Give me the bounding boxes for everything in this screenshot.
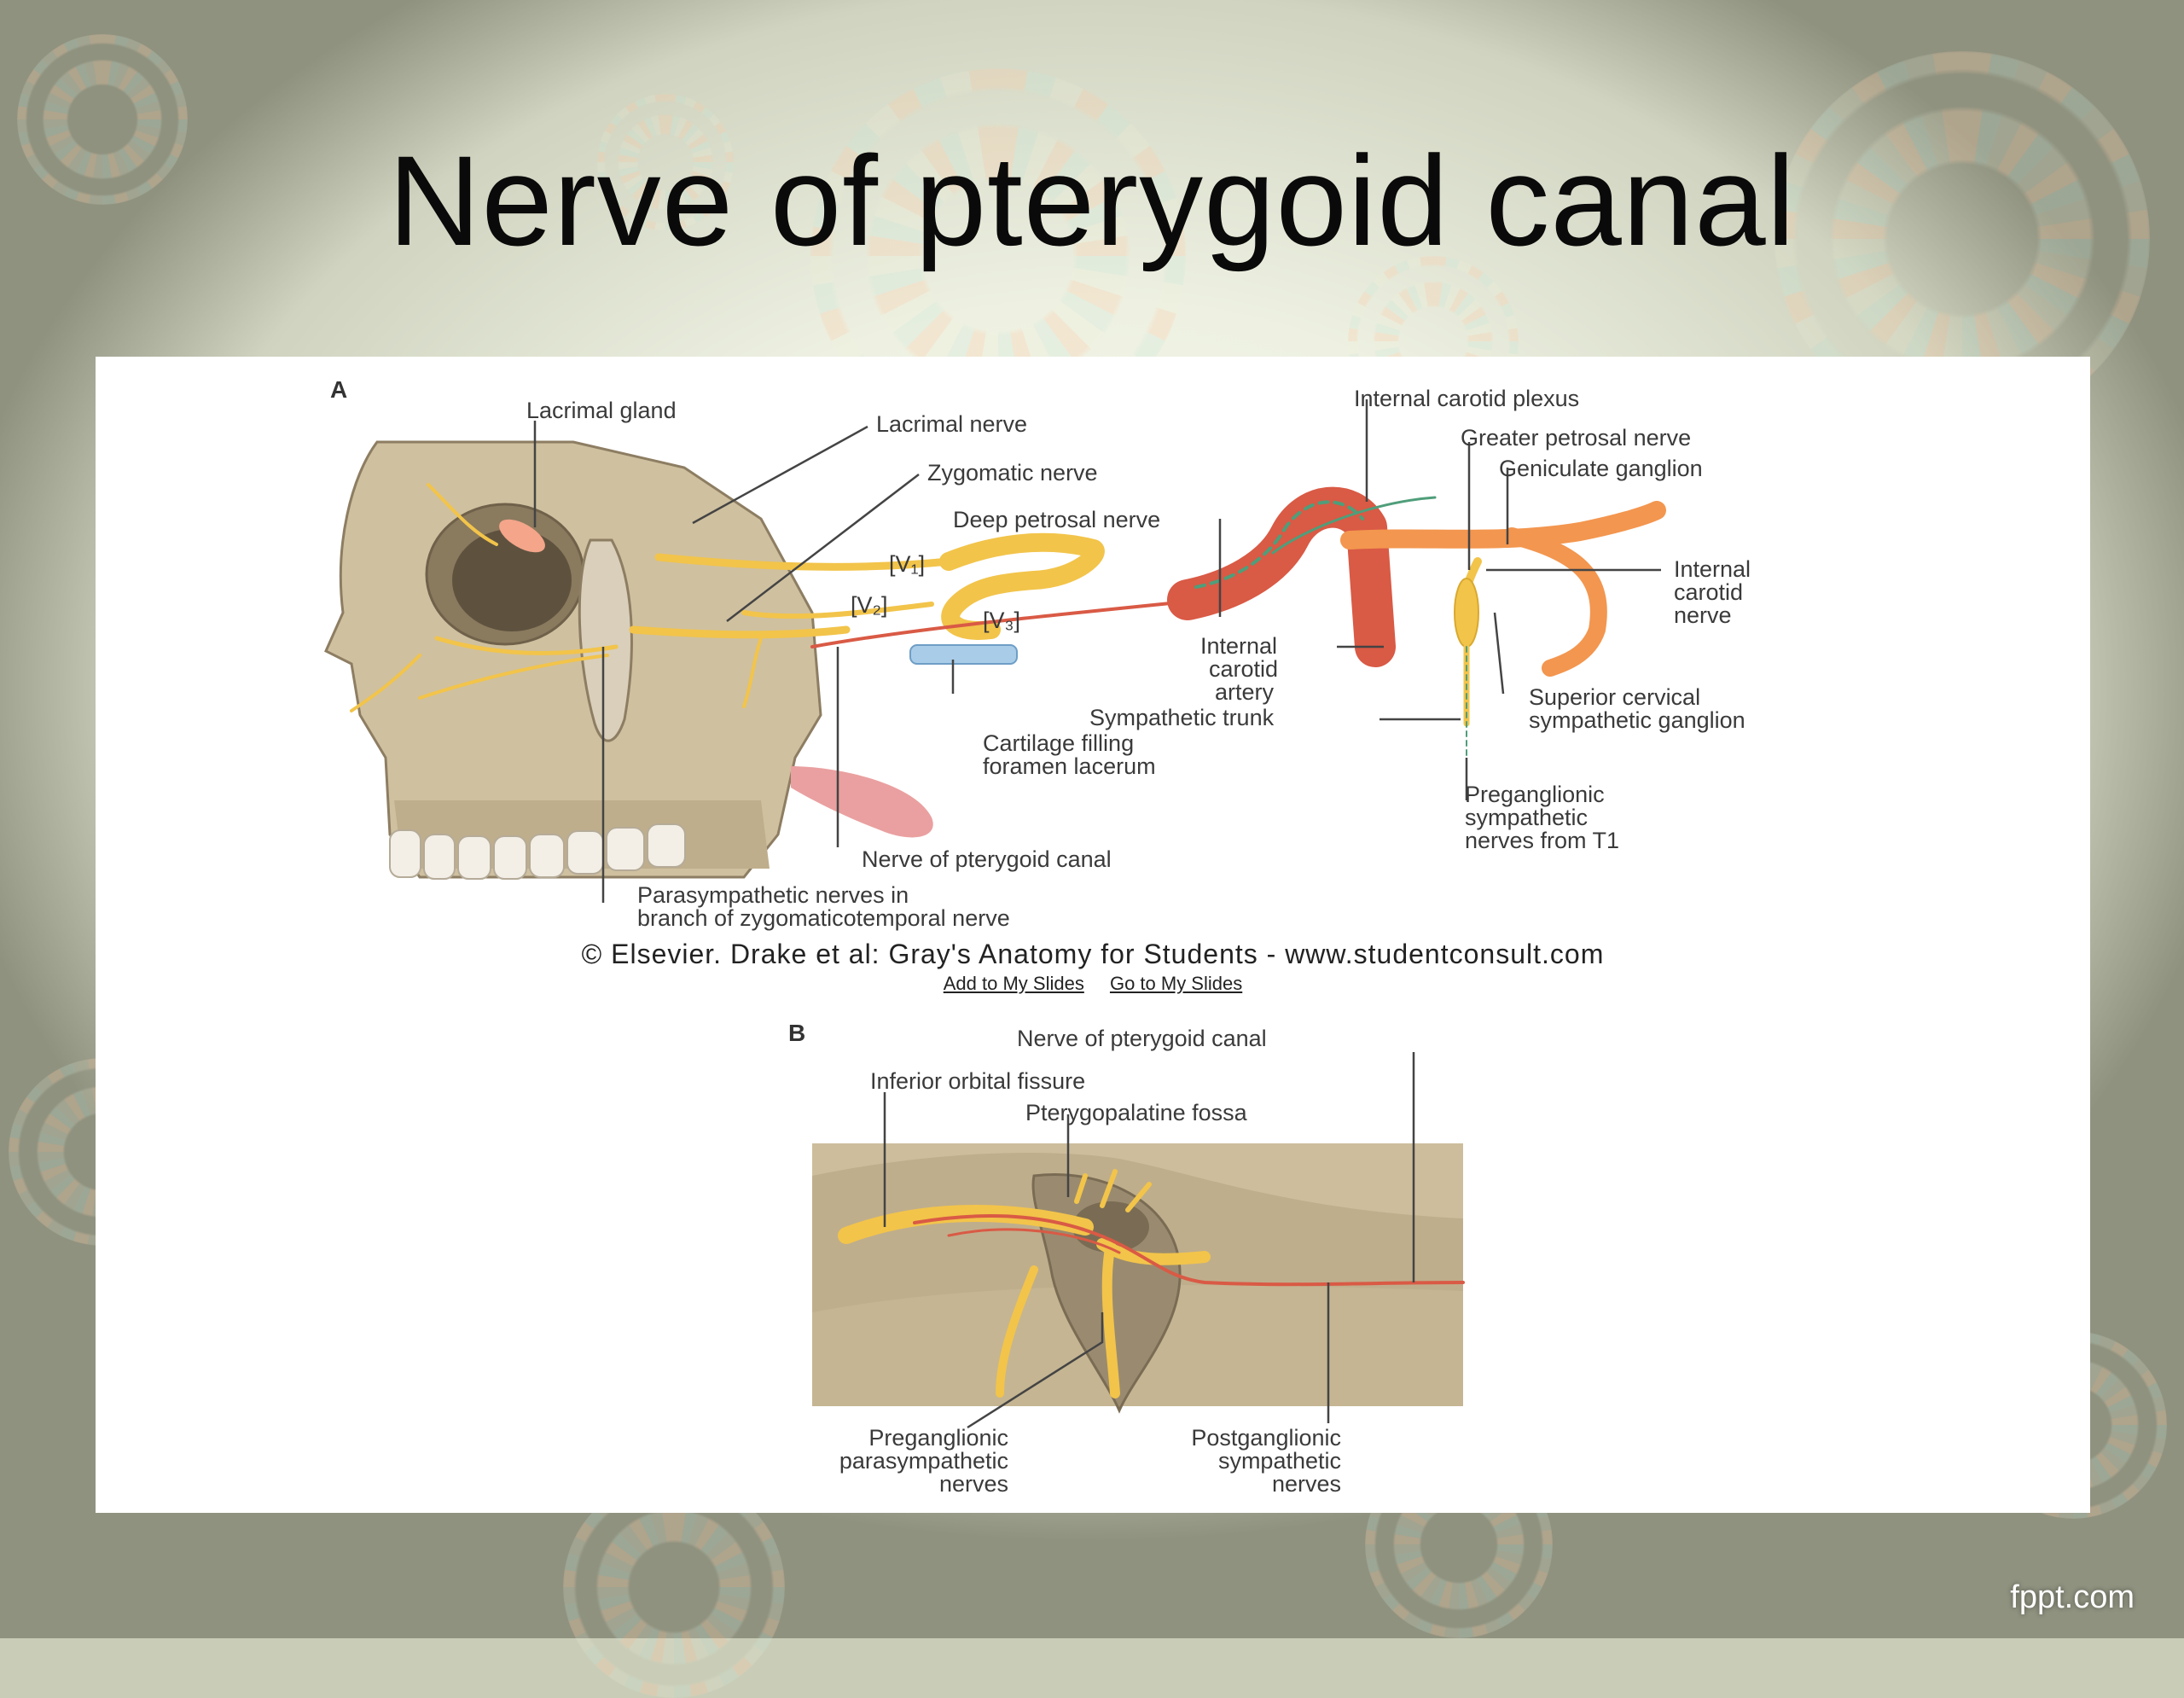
figure-b-letter: B (788, 1020, 805, 1046)
label-internal-carotid-artery-3: artery (1215, 679, 1275, 705)
label-preganglionic-parasympathetic-2: parasympathetic (839, 1448, 1008, 1474)
label-v3: [V₃] (983, 608, 1020, 633)
label-parasympathetic-nerves-2: branch of zygomaticotemporal nerve (637, 905, 1010, 931)
label-lacrimal-gland: Lacrimal gland (526, 398, 677, 423)
add-to-my-slides-link[interactable]: Add to My Slides (943, 973, 1084, 994)
label-internal-carotid-nerve-3: nerve (1674, 602, 1732, 628)
cartilage-shape (909, 644, 1018, 665)
label-greater-petrosal-nerve: Greater petrosal nerve (1461, 425, 1691, 451)
label-preganglionic-parasympathetic-1: Preganglionic (868, 1425, 1008, 1451)
label-nerve-of-pterygoid-canal-b: Nerve of pterygoid canal (1017, 1026, 1267, 1051)
label-parasympathetic-nerves-1: Parasympathetic nerves in (637, 882, 909, 908)
brand-watermark: fppt.com (2010, 1579, 2135, 1615)
fossa-drawing (812, 1143, 1463, 1414)
nerve-paths-b (838, 1169, 1465, 1399)
label-deep-petrosal-nerve: Deep petrosal nerve (953, 507, 1160, 532)
slide-title: Nerve of pterygoid canal (388, 129, 1796, 272)
label-v1: [V₁] (889, 551, 925, 577)
label-lacrimal-nerve: Lacrimal nerve (876, 411, 1027, 437)
label-zygomatic-nerve: Zygomatic nerve (927, 460, 1098, 486)
label-nerve-of-pterygoid-canal-a: Nerve of pterygoid canal (862, 846, 1112, 872)
label-pterygopalatine-fossa: Pterygopalatine fossa (1025, 1100, 1248, 1125)
label-cartilage-2: foramen lacerum (983, 753, 1156, 779)
figure-credit: © Elsevier. Drake et al: Gray's Anatomy … (581, 939, 1605, 969)
label-cartilage-1: Cartilage filling (983, 730, 1134, 756)
label-v2: [V₂] (851, 592, 888, 618)
label-preganglionic-parasympathetic-3: nerves (939, 1471, 1008, 1497)
go-to-my-slides-link[interactable]: Go to My Slides (1109, 973, 1243, 994)
label-internal-carotid-nerve-2: carotid (1674, 579, 1743, 605)
label-postganglionic-sympathetic-1: Postganglionic (1191, 1425, 1341, 1451)
label-internal-carotid-artery-2: carotid (1209, 656, 1278, 682)
label-superior-cervical-ganglion-1: Superior cervical (1529, 684, 1700, 710)
labels-b: Nerve of pterygoid canal Inferior orbita… (839, 1026, 1341, 1497)
slide-links: Add to My Slides Go to My Slides (96, 973, 2090, 995)
label-postganglionic-sympathetic-2: sympathetic (1218, 1448, 1341, 1474)
label-superior-cervical-ganglion-2: sympathetic ganglion (1529, 707, 1745, 733)
leader-lines-b (883, 1052, 1415, 1429)
label-preganglionic-sympathetic-3: nerves from T1 (1465, 828, 1619, 853)
decorative-rosette (597, 94, 734, 230)
labels-a: Lacrimal gland Lacrimal nerve Zygomatic … (526, 386, 1751, 931)
anatomy-illustration: A (324, 376, 1751, 1497)
label-internal-carotid-plexus: Internal carotid plexus (1354, 386, 1579, 411)
decorative-rosette (17, 34, 188, 205)
carotid-artery-drawing (1167, 486, 1437, 667)
figure-panel: A (96, 357, 2090, 1513)
label-postganglionic-sympathetic-3: nerves (1272, 1471, 1341, 1497)
leader-lines-a (533, 399, 1661, 903)
label-internal-carotid-artery-1: Internal (1200, 633, 1277, 659)
label-geniculate-ganglion: Geniculate ganglion (1499, 456, 1703, 481)
label-preganglionic-sympathetic-1: Preganglionic (1465, 782, 1605, 807)
label-inferior-orbital-fissure: Inferior orbital fissure (870, 1068, 1085, 1094)
figure-a-letter: A (330, 376, 347, 403)
label-sympathetic-trunk: Sympathetic trunk (1089, 705, 1275, 730)
petrosal-nerve-drawing (1340, 501, 1666, 767)
label-internal-carotid-nerve-1: Internal (1674, 556, 1751, 582)
label-preganglionic-sympathetic-2: sympathetic (1465, 805, 1588, 830)
